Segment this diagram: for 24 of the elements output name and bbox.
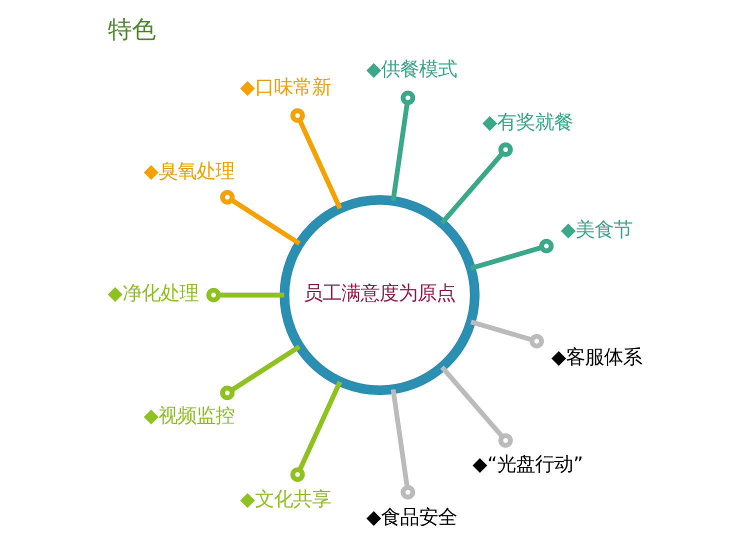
connector — [220, 344, 301, 400]
connector — [290, 108, 342, 210]
connector — [390, 90, 416, 202]
node-text: ◆文化共享 — [240, 488, 331, 511]
node-text: ◆“光盘行动” — [472, 452, 584, 476]
connector — [220, 190, 301, 246]
node-text: ◆臭氧处理 — [144, 159, 235, 182]
connector — [470, 238, 554, 270]
node-text: ◆口味常新 — [240, 76, 331, 99]
diagram-title: 特色 — [108, 15, 156, 44]
node-circle: 员工满意度为原点 — [280, 195, 480, 395]
connector — [390, 389, 416, 500]
node-text: ◆食品安全 — [366, 506, 458, 529]
node-text: ◆净化处理 — [108, 282, 199, 305]
connector — [470, 320, 544, 348]
connector — [206, 288, 284, 302]
node-text: ◆有奖就餐 — [482, 110, 574, 134]
node-text: ◆视频监控 — [144, 404, 235, 428]
connector — [290, 380, 342, 482]
node-text: ◆客服体系 — [551, 345, 642, 368]
node-text: ◆供餐模式 — [366, 58, 458, 81]
node-text: ◆美食节 — [560, 218, 633, 241]
connector — [440, 366, 513, 448]
connector — [440, 142, 513, 225]
